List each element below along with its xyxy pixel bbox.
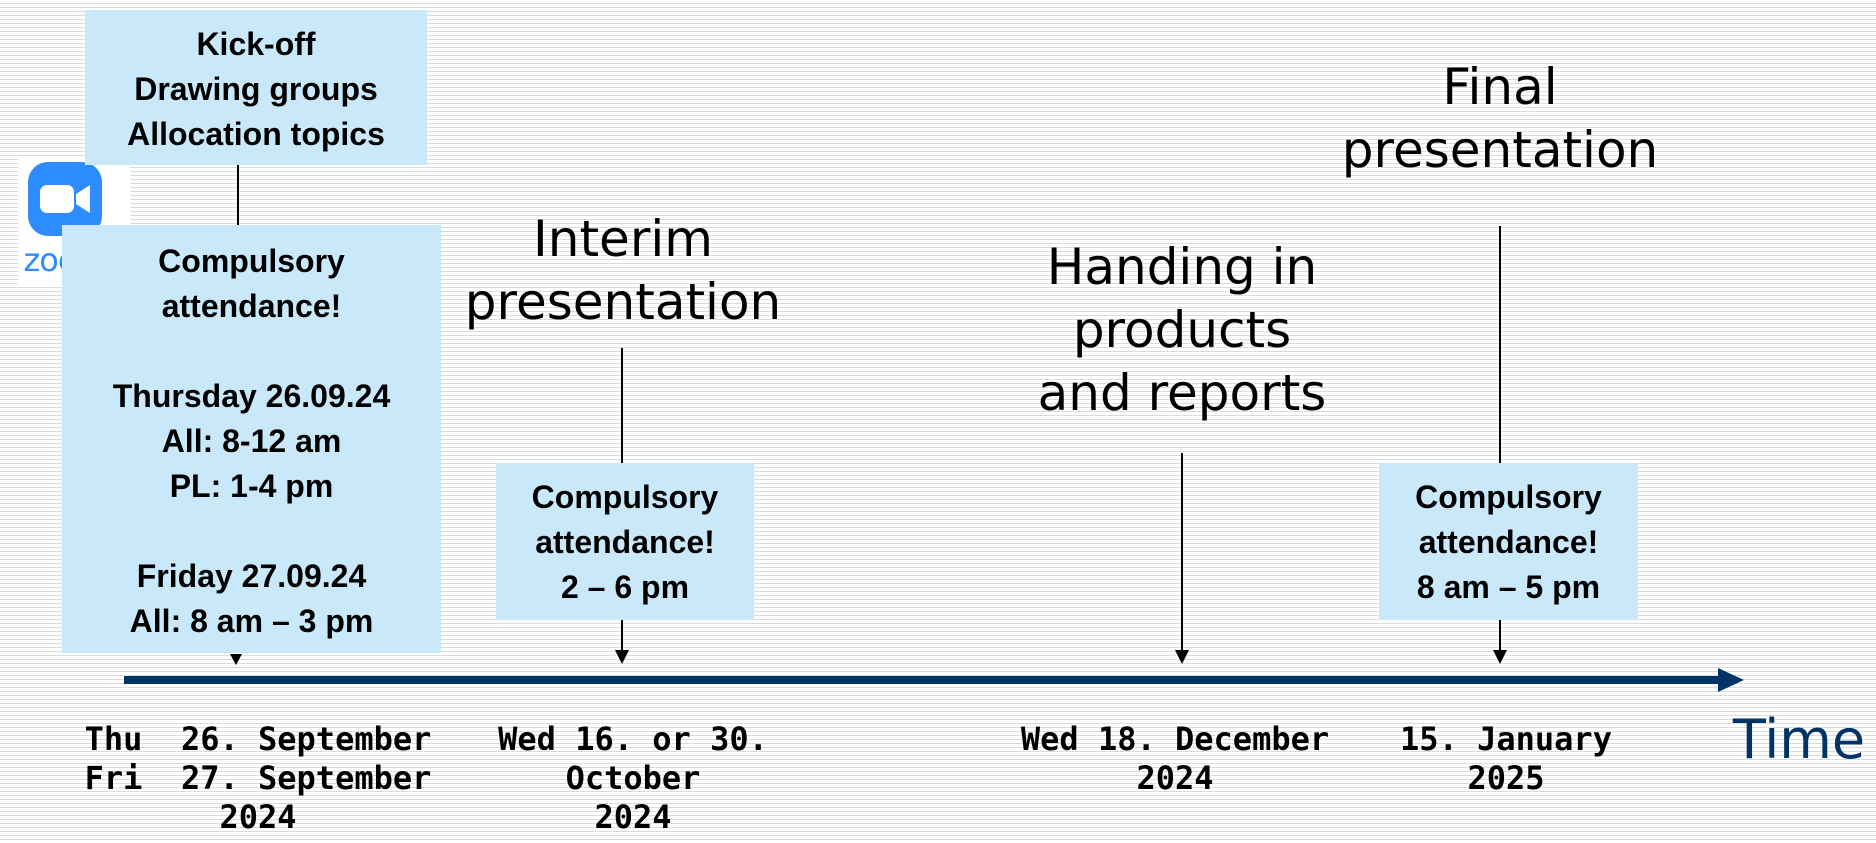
final-date: 15. January 2025 bbox=[1400, 720, 1612, 797]
timeline-arrowhead bbox=[1718, 668, 1744, 692]
interim-connector bbox=[621, 348, 623, 463]
final-arrow-line bbox=[1499, 620, 1501, 652]
interim-presentation-label: Interim presentation bbox=[464, 210, 782, 331]
kickoff-connector bbox=[237, 165, 239, 225]
kickoff-box: Kick-off Drawing groups Allocation topic… bbox=[85, 10, 427, 165]
interim-date: Wed 16. or 30. October 2024 bbox=[498, 720, 768, 836]
kickoff-attendance-box: Compulsory attendance! Thursday 26.09.24… bbox=[62, 225, 441, 653]
timeline-axis bbox=[124, 676, 1720, 684]
handing-in-arrow bbox=[1175, 650, 1189, 664]
final-attendance-box: Compulsory attendance! 8 am – 5 pm bbox=[1379, 463, 1638, 620]
interim-attendance-box: Compulsory attendance! 2 – 6 pm bbox=[496, 463, 754, 620]
kickoff-arrow bbox=[230, 654, 242, 665]
handing-in-date: Wed 18. December 2024 bbox=[1020, 720, 1330, 797]
handing-in-connector bbox=[1181, 453, 1183, 652]
zoom-camera-icon bbox=[28, 162, 102, 236]
handing-in-label: Handing in products and reports bbox=[1037, 238, 1327, 422]
final-arrow bbox=[1493, 650, 1507, 664]
kickoff-date: Thu 26. September Fri 27. September 2024 bbox=[84, 720, 432, 836]
interim-arrow bbox=[615, 650, 629, 664]
interim-arrow-line bbox=[621, 620, 623, 652]
time-axis-label: Time bbox=[1732, 708, 1866, 771]
final-connector bbox=[1499, 226, 1501, 463]
final-presentation-label: Final presentation bbox=[1341, 58, 1659, 179]
